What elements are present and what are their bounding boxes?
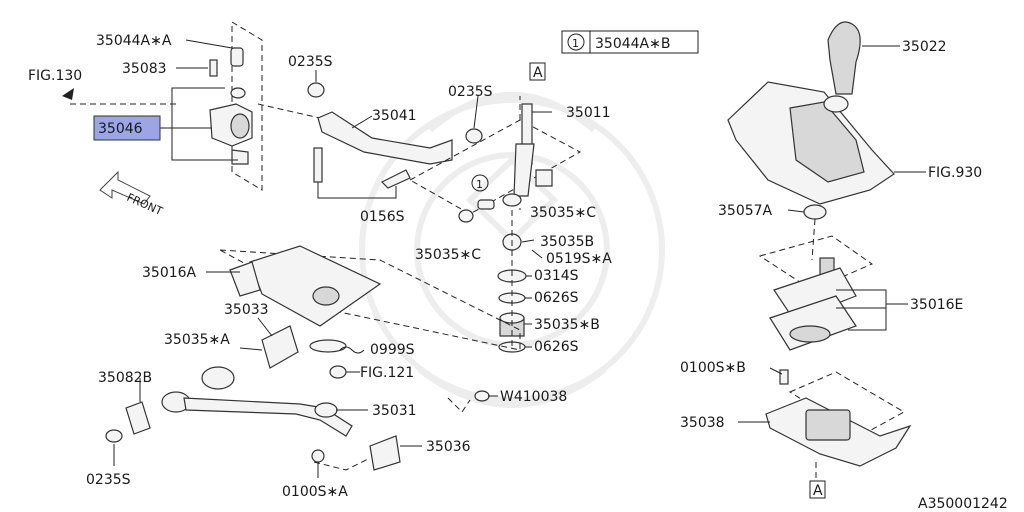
label-35011: 35011 — [566, 105, 611, 121]
marker-a-bottom-box — [809, 480, 826, 499]
label-35033: 35033 — [224, 302, 269, 318]
label-35038: 35038 — [680, 415, 725, 431]
label-35041: 35041 — [372, 108, 417, 124]
label-35035b: 35035B — [540, 234, 594, 250]
label-35035-a: 35035∗A — [164, 332, 230, 348]
label-a-top: A — [533, 65, 543, 81]
note-circle-number: 1 — [572, 37, 579, 50]
label-fig121: FIG.121 — [360, 365, 414, 381]
label-35046: 35046 — [98, 121, 143, 137]
fig130-arrow-icon — [62, 88, 74, 100]
pin-35083 — [209, 59, 218, 77]
label-35035c-left: 35035∗C — [415, 247, 481, 263]
label-fig130: FIG.130 — [28, 68, 82, 84]
label-35016e: 35016E — [910, 297, 963, 313]
label-0999s: 0999S — [370, 342, 415, 358]
label-0235s-top: 0235S — [288, 54, 333, 70]
label-0100s-a: 0100S∗A — [282, 484, 348, 500]
shift-knob-group — [727, 21, 912, 478]
linkage-bracket-group — [70, 21, 321, 205]
marker-a-top-box — [529, 62, 546, 81]
label-35083: 35083 — [122, 61, 167, 77]
label-35082b: 35082B — [98, 370, 152, 386]
label-35035c-right: 35035∗C — [530, 205, 596, 221]
diagram-id: A350001242 — [918, 496, 1008, 512]
label-0156s: 0156S — [360, 209, 405, 225]
label-35022: 35022 — [902, 39, 947, 55]
labels: 35044A∗A 35083 FIG.130 35046 FRONT 0235S… — [28, 33, 1008, 512]
lever-35031 — [183, 397, 353, 437]
highlight-box — [93, 115, 161, 141]
label-circle-one: 1 — [476, 178, 483, 191]
leader-lines — [113, 39, 926, 478]
label-35044a-a: 35044A∗A — [96, 33, 172, 49]
label-35016a: 35016A — [142, 265, 197, 281]
note-box — [561, 30, 699, 54]
label-a-bottom: A — [813, 483, 823, 499]
label-0519s-a: 0519S∗A — [546, 251, 612, 267]
label-0626s-1: 0626S — [534, 290, 579, 306]
front-arrow-icon — [99, 170, 151, 205]
label-35031: 35031 — [372, 403, 417, 419]
knob-35022 — [827, 21, 861, 95]
label-35036: 35036 — [426, 439, 471, 455]
note-text: 35044A∗B — [595, 36, 670, 52]
shifter-housing-group — [105, 245, 521, 471]
label-0314s: 0314S — [534, 268, 579, 284]
shift-rod-35041 — [307, 82, 483, 199]
ref-circle-icon — [471, 174, 489, 192]
label-0100s-b: 0100S∗B — [680, 360, 746, 376]
label-fig930: FIG.930 — [928, 165, 982, 181]
label-0626s-2: 0626S — [534, 339, 579, 355]
selector-shaft-group — [408, 96, 582, 353]
label-35035-b: 35035∗B — [534, 317, 600, 333]
label-0235s-mid: 0235S — [448, 84, 493, 100]
boot-35016e — [773, 267, 857, 321]
label-w410038: W410038 — [500, 389, 567, 405]
label-35057a: 35057A — [718, 203, 773, 219]
bushing-35044a — [230, 47, 244, 67]
label-0235s-bottom: 0235S — [86, 472, 131, 488]
note-circle-icon — [567, 33, 585, 51]
bracket-35036 — [369, 435, 401, 471]
